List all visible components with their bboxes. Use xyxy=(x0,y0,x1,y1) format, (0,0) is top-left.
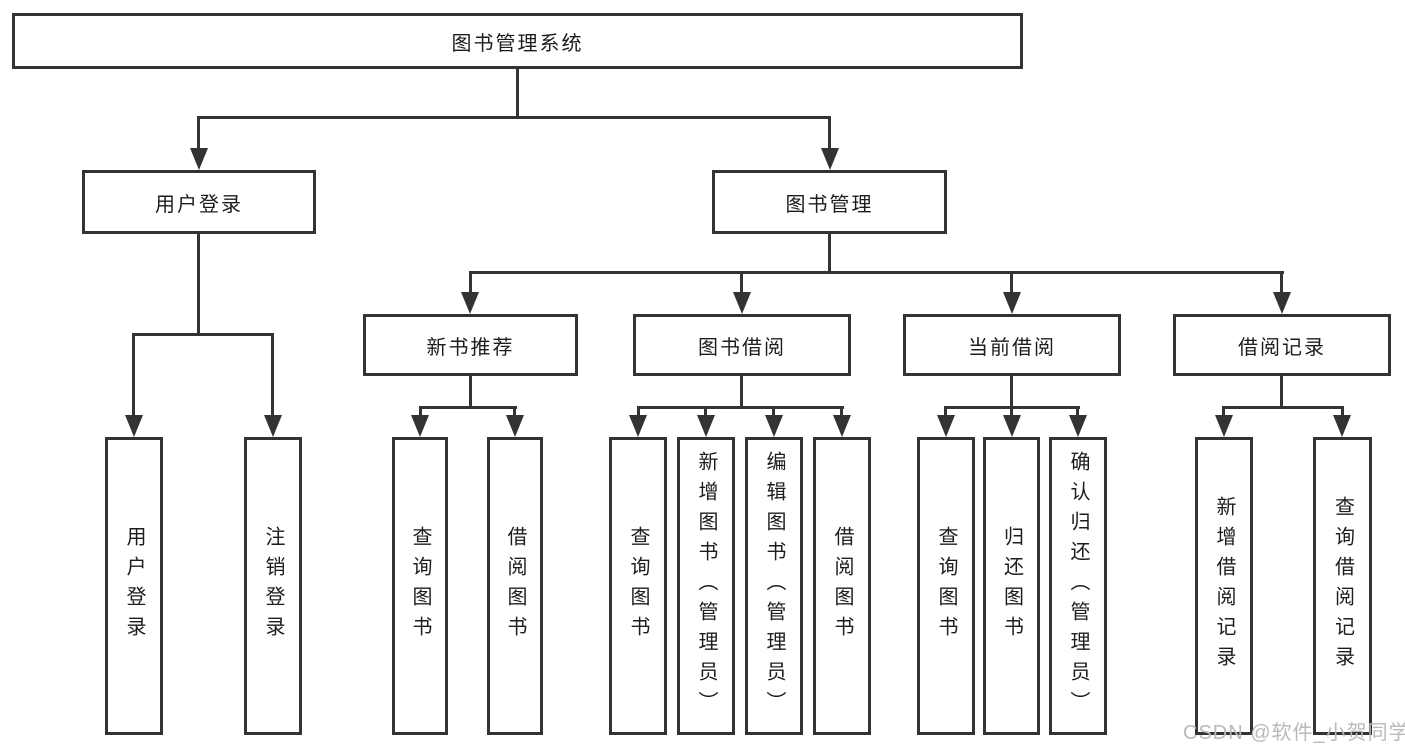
node-leaf-add-borrow-record-label: 新增借阅记录 xyxy=(1213,496,1235,676)
connector-borrow-lend-stem xyxy=(840,406,843,417)
connector-current-query-stem xyxy=(944,406,947,417)
node-leaf-add-borrow-record: 新增借阅记录 xyxy=(1195,437,1253,735)
node-leaf-return-books: 归还图书 xyxy=(983,437,1040,735)
connector-current-return-stem xyxy=(1010,406,1013,417)
connector-current-down xyxy=(1010,376,1013,409)
node-current-borrow: 当前借阅 xyxy=(903,314,1121,376)
node-borrow-record: 借阅记录 xyxy=(1173,314,1391,376)
node-book-borrow: 图书借阅 xyxy=(633,314,851,376)
node-leaf-borrow-lend-books: 借阅图书 xyxy=(813,437,871,735)
arrowhead-to-rec-query xyxy=(411,415,429,437)
node-leaf-add-books-admin: 新增图书（管理员） xyxy=(677,437,735,735)
node-leaf-rec-borrow-books-label: 借阅图书 xyxy=(504,526,526,646)
arrowhead-to-current xyxy=(1003,292,1021,314)
connector-rec-borrow-stem xyxy=(513,406,516,417)
arrowhead-to-rec xyxy=(461,292,479,314)
node-leaf-rec-query-books: 查询图书 xyxy=(392,437,448,735)
connector-login-logout-stem xyxy=(271,333,274,415)
connector-rec-stem xyxy=(469,271,472,295)
connector-record-query-stem xyxy=(1341,406,1344,417)
arrowhead-to-mgmt xyxy=(821,148,839,170)
connector-record-down xyxy=(1280,376,1283,409)
arrowhead-to-rec-borrow xyxy=(506,415,524,437)
node-leaf-current-query-books: 查询图书 xyxy=(917,437,975,735)
connector-mgmt-stem xyxy=(828,116,831,150)
arrowhead-to-borrow-add xyxy=(697,415,715,437)
connector-rec-down xyxy=(469,376,472,409)
connector-root-stem xyxy=(516,69,519,118)
connector-mgmt-branch xyxy=(469,271,1284,274)
node-leaf-edit-books-admin-label: 编辑图书（管理员） xyxy=(763,451,785,721)
arrowhead-to-borrow-query xyxy=(629,415,647,437)
connector-borrow-add-stem xyxy=(704,406,707,417)
node-leaf-borrow-query-books-label: 查询图书 xyxy=(627,526,649,646)
arrowhead-to-borrow-edit xyxy=(765,415,783,437)
arrowhead-to-record xyxy=(1273,292,1291,314)
arrowhead-to-login-user xyxy=(125,415,143,437)
arrowhead-to-current-query xyxy=(937,415,955,437)
node-leaf-query-borrow-record-label: 查询借阅记录 xyxy=(1331,496,1354,676)
connector-borrow-branch xyxy=(637,406,844,409)
node-current-borrow-label: 当前借阅 xyxy=(968,336,1056,359)
arrowhead-to-borrow xyxy=(733,292,751,314)
connector-borrow-down xyxy=(740,376,743,409)
connector-current-confirm-stem xyxy=(1076,406,1079,417)
node-leaf-current-query-books-label: 查询图书 xyxy=(935,526,957,646)
connector-current-stem xyxy=(1010,271,1013,295)
node-user-login: 用户登录 xyxy=(82,170,316,234)
connector-record-stem xyxy=(1280,271,1283,295)
arrowhead-to-current-return xyxy=(1003,415,1021,437)
arrowhead-to-record-add xyxy=(1215,415,1233,437)
node-leaf-query-borrow-record: 查询借阅记录 xyxy=(1313,437,1372,735)
connector-rec-query-stem xyxy=(419,406,422,417)
node-leaf-add-books-admin-label: 新增图书（管理员） xyxy=(695,451,717,721)
node-leaf-logout: 注销登录 xyxy=(244,437,302,735)
connector-login-branch xyxy=(132,333,274,336)
connector-login-down xyxy=(197,234,200,336)
connector-borrow-query-stem xyxy=(637,406,640,417)
node-leaf-return-books-label: 归还图书 xyxy=(1000,526,1023,646)
node-leaf-confirm-return-admin: 确认归还（管理员） xyxy=(1049,437,1107,735)
arrowhead-to-borrow-lend xyxy=(833,415,851,437)
node-book-borrow-label: 图书借阅 xyxy=(698,336,786,359)
node-leaf-borrow-lend-books-label: 借阅图书 xyxy=(831,526,853,646)
node-user-login-label: 用户登录 xyxy=(155,193,243,216)
connector-login-stem xyxy=(197,116,200,150)
node-new-book-rec-label: 新书推荐 xyxy=(426,336,515,359)
csdn-watermark: CSDN @软件_小贺同学 xyxy=(1183,722,1405,744)
node-book-mgmt: 图书管理 xyxy=(712,170,947,234)
connector-record-branch xyxy=(1223,406,1344,409)
node-leaf-user-login: 用户登录 xyxy=(105,437,163,735)
connector-borrow-edit-stem xyxy=(772,406,775,417)
connector-borrow-stem xyxy=(740,271,743,295)
node-root-label: 图书管理系统 xyxy=(451,32,584,55)
connector-mgmt-down xyxy=(828,234,831,274)
node-borrow-record-label: 借阅记录 xyxy=(1238,336,1326,359)
node-book-mgmt-label: 图书管理 xyxy=(785,193,874,216)
arrowhead-to-login-logout xyxy=(264,415,282,437)
node-root: 图书管理系统 xyxy=(12,13,1023,69)
arrowhead-to-login xyxy=(190,148,208,170)
node-leaf-logout-label: 注销登录 xyxy=(262,526,284,646)
connector-rec-branch xyxy=(419,406,517,409)
node-leaf-borrow-query-books: 查询图书 xyxy=(609,437,667,735)
connector-login-user-stem xyxy=(132,333,135,415)
node-leaf-rec-borrow-books: 借阅图书 xyxy=(487,437,543,735)
node-leaf-confirm-return-admin-label: 确认归还（管理员） xyxy=(1067,451,1089,721)
connector-record-add-stem xyxy=(1222,406,1225,417)
arrowhead-to-current-confirm xyxy=(1069,415,1087,437)
node-new-book-rec: 新书推荐 xyxy=(363,314,578,376)
node-leaf-edit-books-admin: 编辑图书（管理员） xyxy=(745,437,803,735)
connector-root-branch xyxy=(197,116,831,119)
arrowhead-to-record-query xyxy=(1333,415,1351,437)
node-leaf-rec-query-books-label: 查询图书 xyxy=(409,526,431,646)
node-leaf-user-login-label: 用户登录 xyxy=(123,526,145,646)
